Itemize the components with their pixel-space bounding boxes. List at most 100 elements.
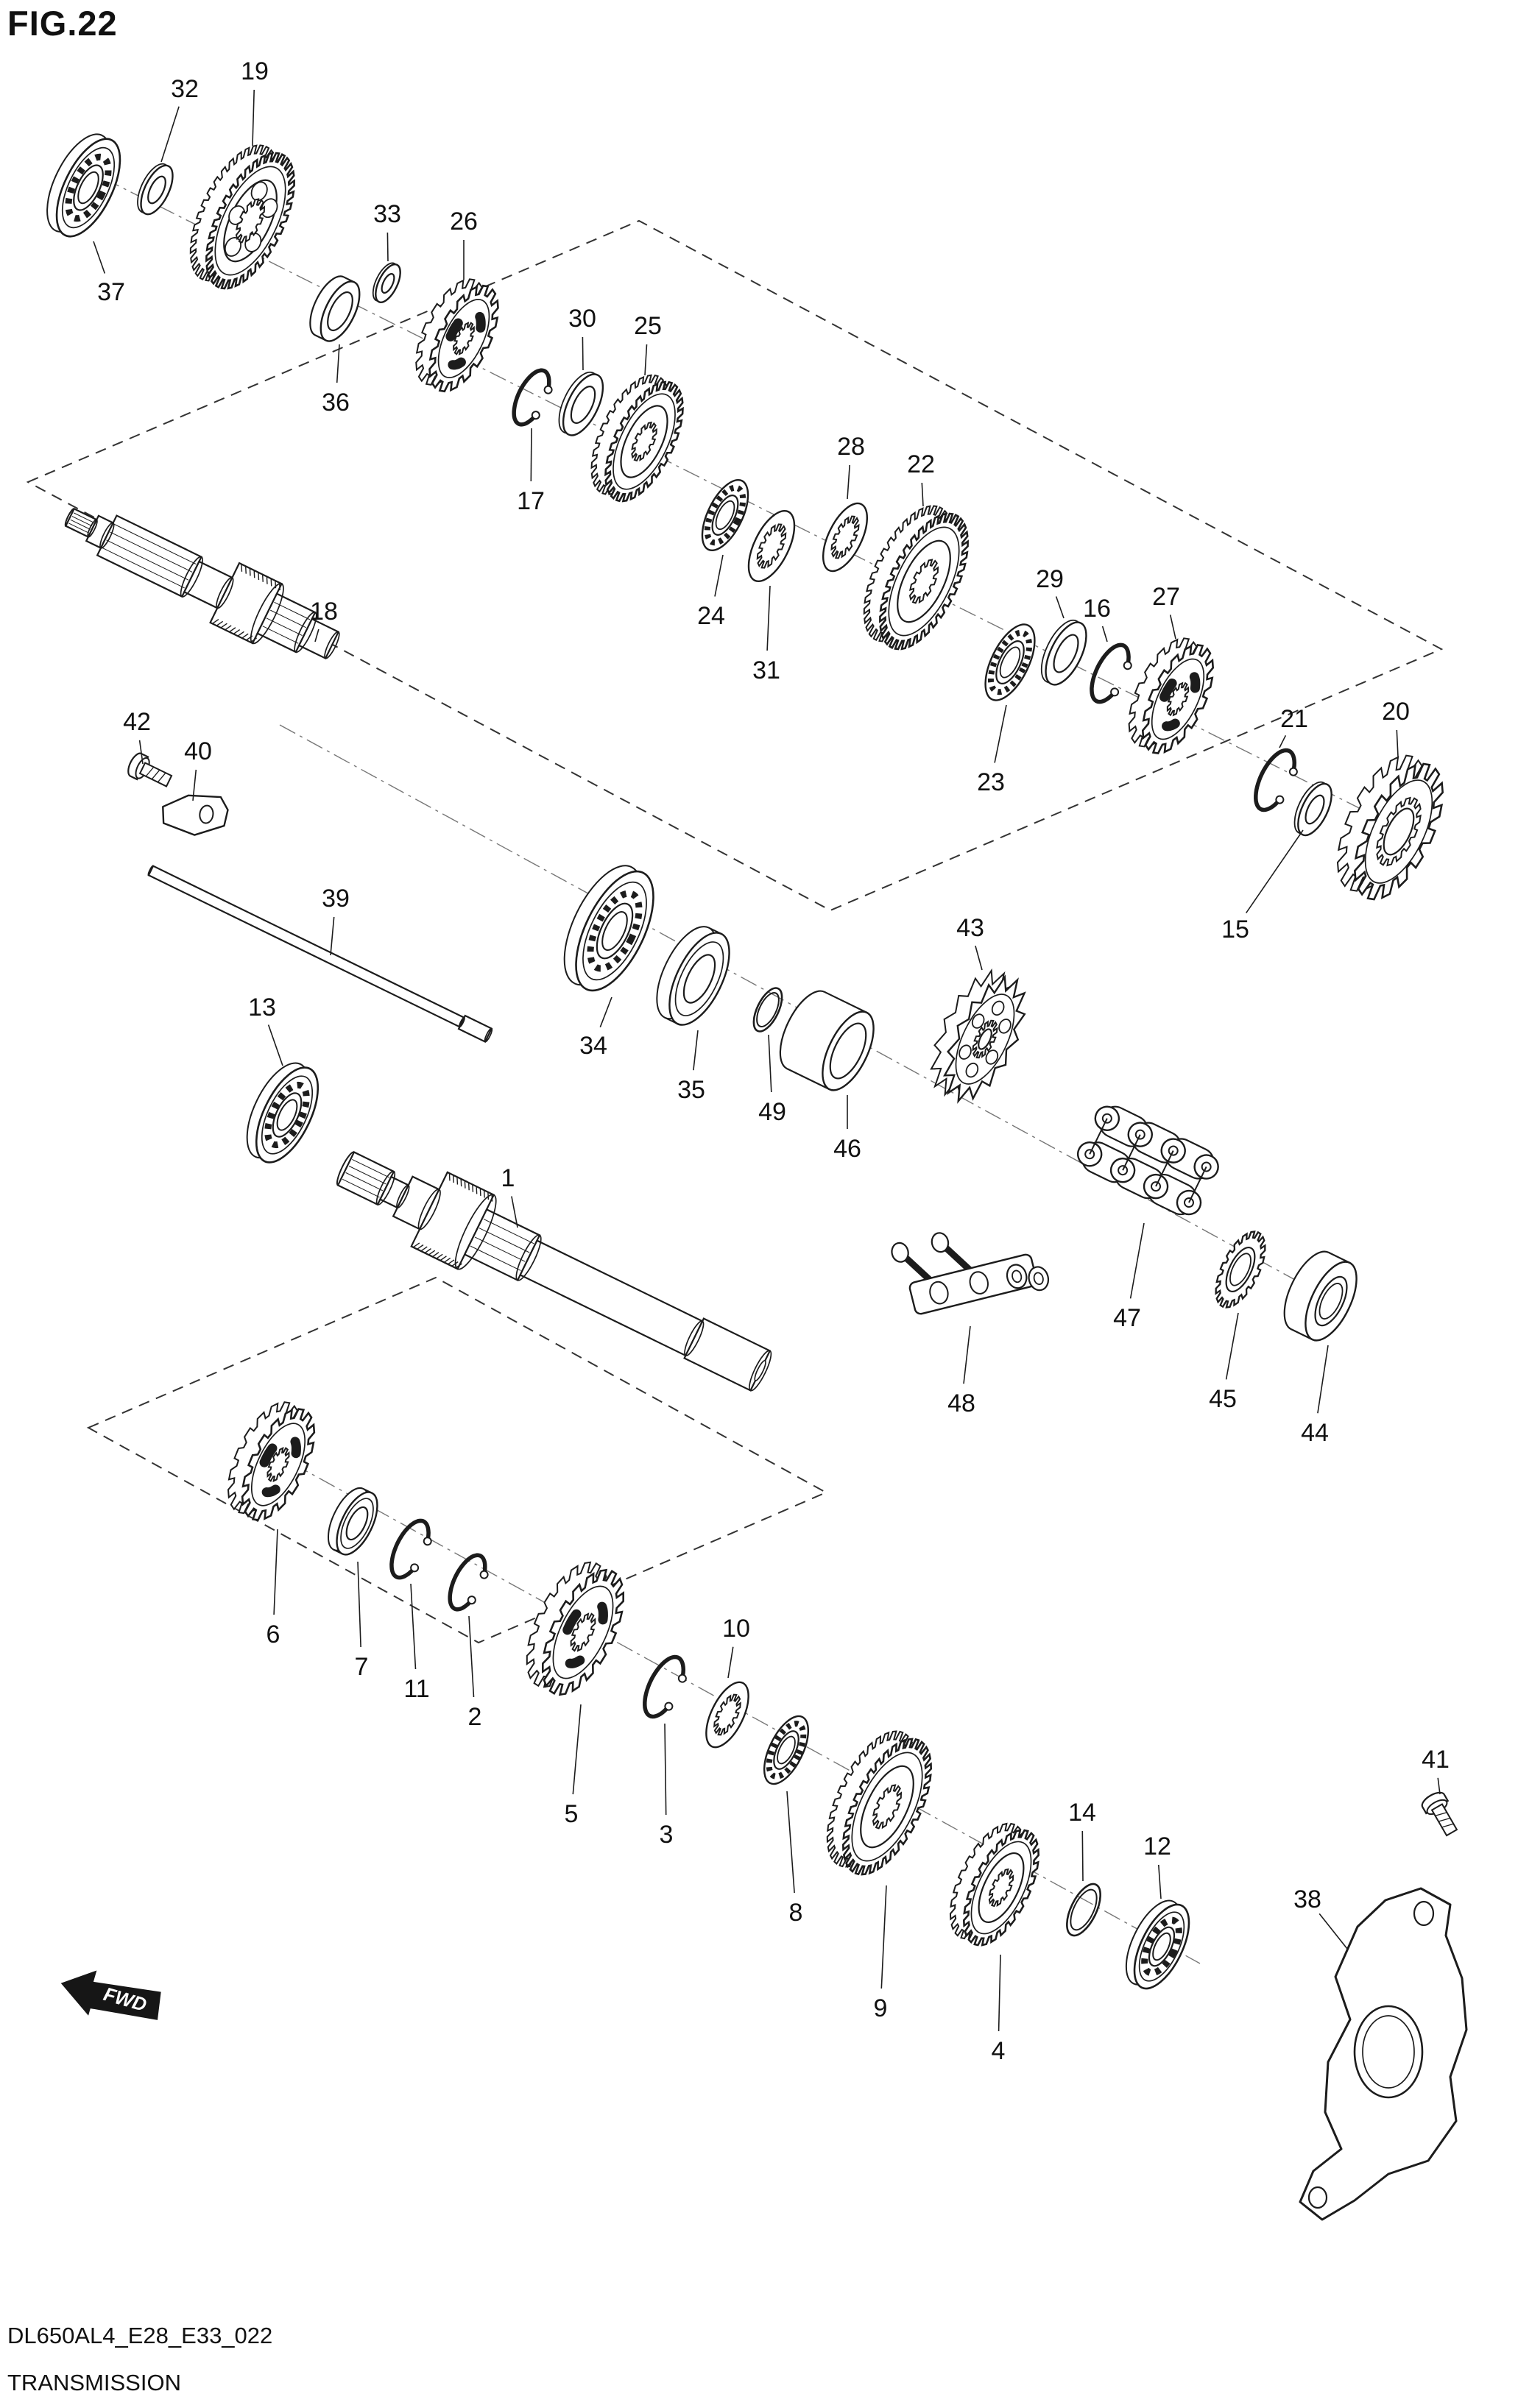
- part-8-needle-bearing: [763, 1715, 810, 1785]
- callout-leader-14: [1081, 1830, 1084, 1882]
- callout-leader-38: [1318, 1913, 1348, 1950]
- callout-leader-21: [1279, 734, 1287, 748]
- part-5-gear: [526, 1561, 625, 1696]
- callout-leader-36: [336, 344, 340, 383]
- part-45-lock-washer: [1215, 1230, 1266, 1309]
- part-22-gear: [863, 505, 969, 651]
- part-callout-11: 11: [403, 1675, 429, 1703]
- part-43-engine-sprocket: [930, 968, 1026, 1104]
- part-47-drive-chain: [1076, 1105, 1219, 1216]
- callout-leader-45: [1225, 1312, 1239, 1380]
- callout-leader-20: [1396, 729, 1399, 757]
- part-callout-43: 43: [956, 914, 984, 942]
- callout-leader-17: [530, 428, 532, 482]
- part-callout-20: 20: [1382, 698, 1410, 726]
- part-38-bearing-retainer: [1299, 1887, 1468, 2221]
- callout-leader-7: [357, 1561, 361, 1648]
- figure-title: FIG.22: [7, 4, 118, 43]
- part-callout-6: 6: [266, 1621, 280, 1649]
- center-line: [279, 724, 1344, 1307]
- part-29-washer: [1040, 619, 1087, 686]
- part-21-snap-ring: [1254, 748, 1298, 812]
- part-callout-38: 38: [1293, 1885, 1321, 1913]
- callout-leader-41: [1437, 1777, 1441, 1795]
- part-callout-35: 35: [677, 1076, 705, 1104]
- callout-leader-2: [468, 1615, 475, 1698]
- part-callout-26: 26: [450, 208, 478, 236]
- part-33-washer: [372, 262, 401, 303]
- part-callout-19: 19: [241, 57, 269, 85]
- part-31-lock-washer: [747, 509, 796, 583]
- part-callout-46: 46: [833, 1135, 861, 1163]
- callout-leader-10: [727, 1646, 734, 1679]
- callout-leader-18: [314, 628, 320, 642]
- part-callout-22: 22: [907, 450, 935, 478]
- callout-leader-4: [998, 1954, 1001, 2032]
- callout-leader-49: [768, 1034, 772, 1093]
- part-23-needle-bearing: [984, 623, 1036, 701]
- callout-leader-33: [386, 232, 389, 262]
- part-34-bearing: [563, 865, 654, 992]
- callout-leader-40: [192, 769, 197, 801]
- callout-leader-47: [1129, 1222, 1145, 1299]
- document-code: DL650AL4_E28_E33_022: [7, 2323, 273, 2348]
- callout-leader-48: [963, 1325, 971, 1384]
- callout-leader-24: [714, 554, 724, 597]
- part-callout-3: 3: [660, 1821, 674, 1849]
- part-26-gear: [415, 278, 499, 393]
- part-17-snap-ring: [512, 368, 553, 427]
- part-12-bearing: [1125, 1899, 1190, 1990]
- part-3-snap-ring: [643, 1654, 687, 1719]
- part-callout-39: 39: [322, 885, 350, 913]
- figure-caption: TRANSMISSION: [7, 2370, 181, 2395]
- assembly-box-lower: [86, 1276, 828, 1644]
- center-line: [102, 177, 1422, 840]
- part-1-countershaft: [336, 1151, 772, 1392]
- part-27-gear: [1128, 637, 1215, 754]
- part-9-gear: [826, 1730, 933, 1876]
- part-41-bolt: [1421, 1791, 1458, 1837]
- part-callout-18: 18: [310, 598, 338, 626]
- part-13-bearing: [246, 1062, 320, 1164]
- callout-leader-34: [599, 996, 613, 1027]
- part-callout-8: 8: [789, 1899, 803, 1927]
- callout-leader-8: [786, 1791, 795, 1894]
- callout-leader-6: [273, 1529, 278, 1615]
- part-callout-48: 48: [947, 1389, 975, 1417]
- part-callout-49: 49: [758, 1098, 786, 1126]
- callout-leader-43: [975, 945, 983, 971]
- part-callout-12: 12: [1143, 1832, 1171, 1860]
- part-40-stopper: [162, 794, 229, 836]
- part-2-snap-ring: [448, 1553, 489, 1612]
- fwd-arrow-icon: [60, 1970, 161, 2020]
- part-30-washer: [558, 371, 604, 436]
- part-callout-10: 10: [722, 1615, 750, 1643]
- part-16-snap-ring: [1090, 642, 1132, 704]
- part-callout-41: 41: [1422, 1746, 1450, 1774]
- callout-leader-11: [410, 1583, 417, 1670]
- part-24-needle-bearing: [701, 478, 749, 552]
- part-32-washer: [137, 163, 174, 216]
- part-11-snap-ring: [389, 1518, 432, 1580]
- callout-leader-16: [1101, 626, 1108, 642]
- callout-leader-1: [511, 1196, 518, 1228]
- callout-leader-42: [138, 740, 144, 765]
- part-callout-40: 40: [184, 737, 212, 765]
- part-35-bearing-race: [656, 926, 730, 1026]
- callout-leader-29: [1055, 596, 1065, 619]
- part-6-gear: [227, 1401, 316, 1521]
- callout-leader-44: [1317, 1345, 1329, 1414]
- part-15-washer: [1293, 781, 1332, 837]
- part-callout-33: 33: [373, 200, 401, 228]
- callout-leader-22: [921, 482, 924, 507]
- part-callout-7: 7: [355, 1653, 369, 1681]
- part-callout-21: 21: [1280, 705, 1308, 733]
- part-callout-47: 47: [1113, 1304, 1141, 1332]
- part-callout-42: 42: [123, 708, 151, 736]
- part-19-gear: [189, 144, 295, 290]
- part-callout-36: 36: [322, 389, 350, 417]
- part-10-lock-washer: [705, 1681, 749, 1749]
- callout-leader-37: [93, 241, 106, 274]
- part-callout-17: 17: [517, 487, 545, 515]
